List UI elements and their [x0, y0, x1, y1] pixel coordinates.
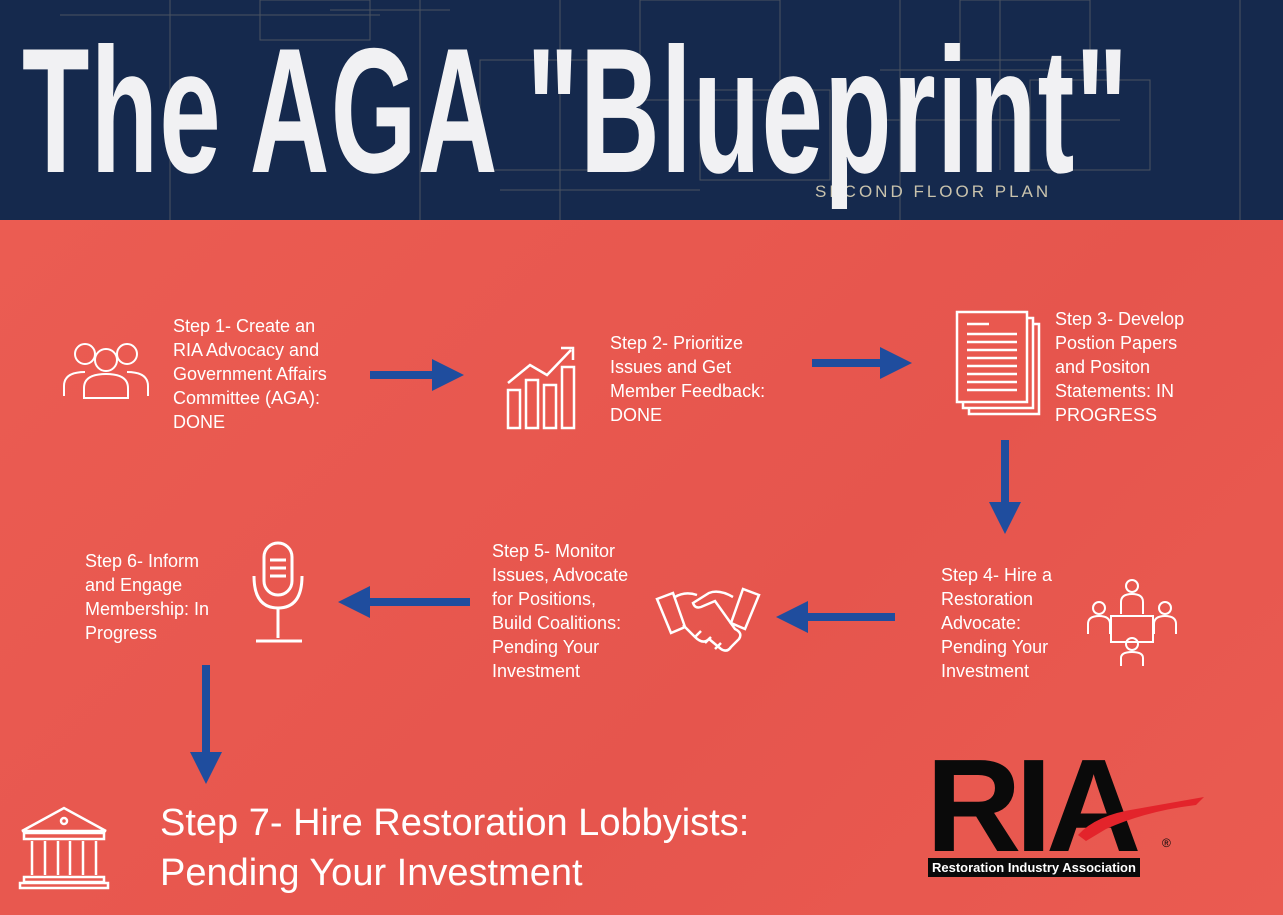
blueprint-label: SECOND FLOOR PLAN — [815, 182, 1052, 201]
step-6-line: Progress — [85, 623, 158, 643]
blueprint-background — [60, 0, 1241, 220]
step-4-line: Restoration — [941, 589, 1034, 609]
documents-icon — [955, 310, 1041, 416]
step-4-line: Advocate: — [941, 613, 1022, 633]
step-5-line: for Positions, — [492, 589, 597, 609]
step-1-line: Government Affairs — [173, 364, 327, 384]
step-4-line: Pending Your — [941, 637, 1049, 657]
step-1-line: DONE — [173, 412, 226, 432]
step-5-line: Build Coalitions: — [492, 613, 622, 633]
step-7-text: Step 7- Hire Restoration Lobbyists: Pendi… — [160, 798, 749, 898]
logo-letters: RIA — [926, 732, 1141, 879]
steps-panel — [0, 220, 1283, 915]
growth-chart-icon — [506, 346, 576, 430]
step-5-line: Pending Your — [492, 637, 600, 657]
registered-mark: ® — [1162, 836, 1171, 850]
step-3-line: Step 3- Develop — [1055, 309, 1185, 329]
page-title: The AGA "Blueprint" — [22, 11, 1130, 210]
header-banner: SECOND FLOOR PLAN The AGA "Blueprint" — [0, 0, 1283, 220]
step-1-line: RIA Advocacy and — [173, 340, 320, 360]
step-6-line: Step 6- Inform — [85, 551, 200, 571]
step-2-line: Member Feedback: — [610, 381, 766, 401]
people-icon — [63, 343, 149, 399]
capitol-building-icon — [18, 806, 110, 890]
meeting-icon — [1087, 579, 1177, 666]
step-6-line: and Engage — [85, 575, 183, 595]
step-4-line: Investment — [941, 661, 1030, 681]
step-3-line: Postion Papers — [1055, 333, 1178, 353]
handshake-icon — [655, 587, 761, 652]
step-7-line: Pending Your Investment — [160, 852, 583, 894]
microphone-icon — [252, 541, 304, 643]
step-5-line: Investment — [492, 661, 581, 681]
step-4-line: Step 4- Hire a — [941, 565, 1053, 585]
logo-organization-name: Restoration Industry Association — [928, 858, 1140, 877]
step-7-line: Step 7- Hire Restoration Lobbyists: — [160, 802, 750, 844]
step-1-line: Step 1- Create an — [173, 316, 316, 336]
ria-logo: RIA ® Restoration Industry Association — [926, 740, 1216, 890]
logo-swoosh — [1078, 797, 1204, 841]
step-2-line: Step 2- Prioritize — [610, 333, 744, 353]
step-6-line: Membership: In — [85, 599, 210, 619]
step-2-line: Issues and Get — [610, 357, 732, 377]
step-3-line: PROGRESS — [1055, 405, 1158, 425]
step-5-line: Issues, Advocate — [492, 565, 629, 585]
step-1-line: Committee (AGA): — [173, 388, 321, 408]
step-5-line: Step 5- Monitor — [492, 541, 616, 561]
step-2-line: DONE — [610, 405, 663, 425]
step-3-line: and Positon — [1055, 357, 1151, 377]
step-3-line: Statements: IN — [1055, 381, 1175, 401]
